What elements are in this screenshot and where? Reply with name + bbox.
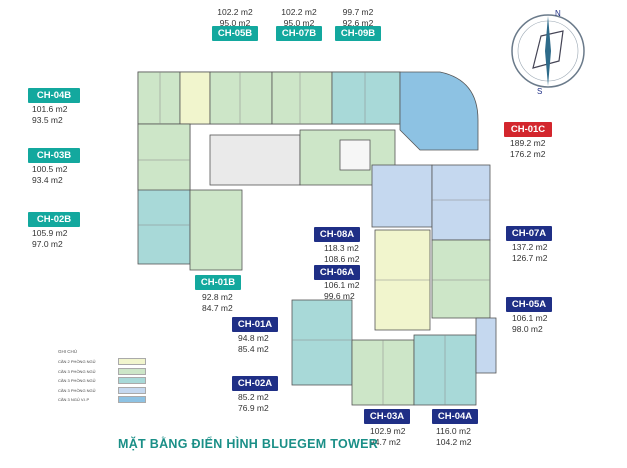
legend-item: CĂN 2 PHÒNG NGỦ: [58, 357, 158, 367]
label-ch-09b: CH-09B: [335, 26, 381, 41]
legend-heading: GHI CHÚ: [58, 349, 77, 354]
label-ch-04a: CH-04A: [432, 409, 478, 424]
compass-south-label: S: [537, 87, 542, 96]
legend-swatch: [118, 367, 146, 375]
label-ch-01b: CH-01B: [195, 275, 241, 290]
bottom-wing-block: [291, 299, 353, 386]
label-ch-03a: CH-03A: [364, 409, 410, 424]
label-ch-01a: CH-01A: [232, 317, 278, 332]
legend-swatch: [118, 377, 146, 385]
legend-item: CĂN 3 NGỦ V.I.P: [58, 395, 158, 405]
legend-swatch: [118, 396, 146, 404]
legend-item: CĂN 3 PHÒNG NGỦ: [58, 386, 158, 396]
label-ch-07a: CH-07A: [506, 226, 552, 241]
label-ch-01c: CH-01C: [504, 122, 552, 137]
label-ch-02b: CH-02B: [28, 212, 80, 227]
label-ch-05a: CH-05A: [506, 297, 552, 312]
label-ch-05b: CH-05B: [212, 26, 258, 41]
label-ch-02a: CH-02A: [232, 376, 278, 391]
label-ch-06a: CH-06A: [314, 265, 360, 280]
legend: GHI CHÚ CĂN 2 PHÒNG NGỦ CĂN 3 PHÒNG NGỦ …: [58, 349, 158, 405]
page-title: MẶT BẰNG ĐIỂN HÌNH BLUEGEM TOWER: [118, 437, 379, 451]
label-ch-07b: CH-07B: [276, 26, 322, 41]
label-ch-03b: CH-03B: [28, 148, 80, 163]
label-ch-04b: CH-04B: [28, 88, 80, 103]
legend-swatch: [118, 386, 146, 394]
legend-item: CĂN 3 PHÒNG NGỦ: [58, 367, 158, 377]
right-wing-upper: [371, 164, 433, 228]
label-ch-08a: CH-08A: [314, 227, 360, 242]
corner-unit-c: [399, 71, 479, 151]
compass-north-label: N: [555, 9, 561, 18]
legend-item: CĂN 3 PHÒNG NGỦ: [58, 376, 158, 386]
compass-icon: N S: [511, 9, 585, 96]
legend-swatch: [118, 358, 146, 366]
